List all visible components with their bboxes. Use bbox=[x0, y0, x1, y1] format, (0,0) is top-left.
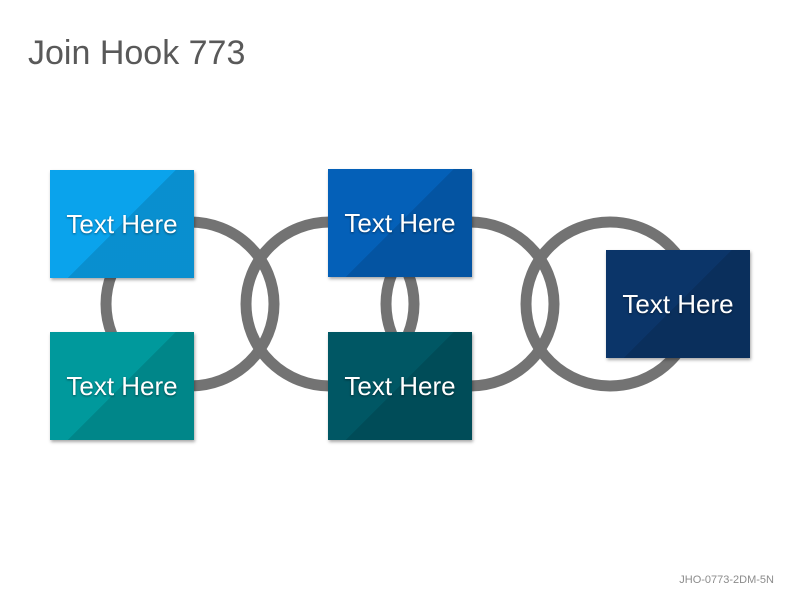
text-box-bottom-middle[interactable]: Text Here bbox=[328, 332, 472, 440]
text-box-bottom-left[interactable]: Text Here bbox=[50, 332, 194, 440]
text-box-top-left[interactable]: Text Here bbox=[50, 170, 194, 278]
text-box-label: Text Here bbox=[66, 208, 178, 239]
text-box-top-middle[interactable]: Text Here bbox=[328, 169, 472, 277]
page-title: Join Hook 773 bbox=[28, 34, 246, 72]
text-box-label: Text Here bbox=[622, 288, 734, 319]
footer-code: JHO-0773-2DM-5N bbox=[679, 574, 774, 586]
text-box-label: Text Here bbox=[344, 370, 456, 401]
text-box-label: Text Here bbox=[66, 370, 178, 401]
text-box-label: Text Here bbox=[344, 207, 456, 238]
text-box-right[interactable]: Text Here bbox=[606, 250, 750, 358]
